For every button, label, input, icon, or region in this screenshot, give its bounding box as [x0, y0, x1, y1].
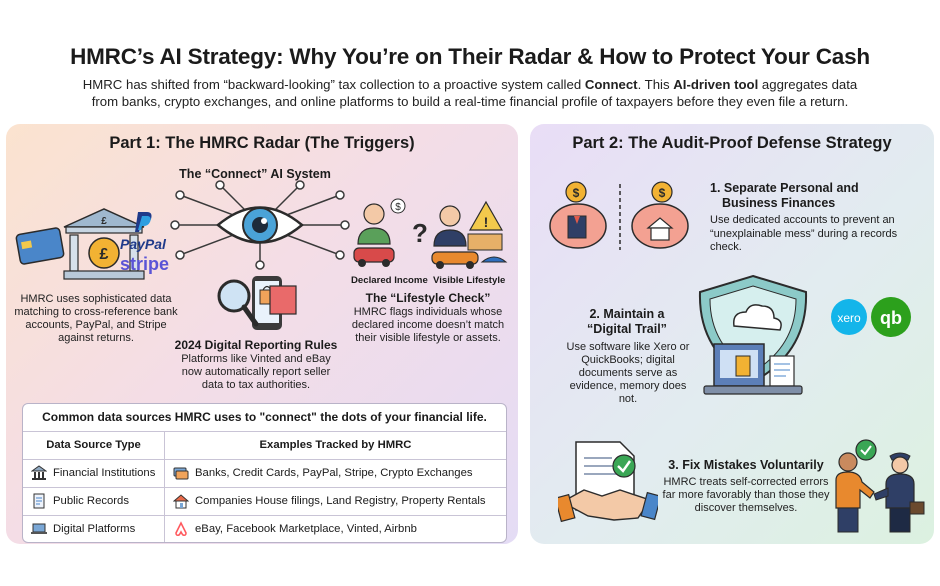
step2-title-b: “Digital Trail”	[587, 322, 667, 336]
airbnb-icon	[175, 521, 187, 537]
table-cell-examples: Companies House filings, Land Registry, …	[195, 495, 486, 507]
connect-title: The “Connect” AI System	[179, 167, 331, 181]
intro-bold-connect: Connect	[584, 77, 638, 92]
step1-text: Use dedicated accounts to prevent an “un…	[710, 214, 898, 253]
table-title: Common data sources HMRC uses to "connec…	[42, 410, 487, 424]
pound-label: £	[100, 246, 109, 263]
svg-text:!: !	[484, 214, 489, 230]
stripe-logo: stripe	[120, 254, 170, 274]
shopping-magnifier-icon	[217, 276, 297, 330]
house-icon	[173, 494, 189, 509]
intro-part: . This	[637, 77, 674, 92]
table-cell-type: Public Records	[53, 495, 129, 507]
lifestyle-check-icon: $ ? !	[353, 198, 508, 269]
svg-text:$: $	[659, 186, 666, 200]
intro-bold-ai: AI-driven tool	[673, 77, 759, 92]
digital-reporting-title: 2024 Digital Reporting Rules	[174, 338, 338, 352]
quickbooks-logo-icon: qb	[871, 297, 911, 337]
step1-title-b: Business Finances	[722, 196, 836, 210]
handshake-document-icon	[558, 441, 658, 523]
svg-text:?: ?	[412, 218, 428, 248]
step1-title-a: 1. Separate Personal and	[710, 181, 859, 195]
paypal-logo: PayPal	[120, 236, 166, 252]
intro-text: HMRC has shifted from “backward-looking”…	[30, 76, 910, 110]
piggy-banks-icon: $ $	[549, 181, 689, 250]
visible-lifestyle-label: Visible Lifestyle	[433, 275, 506, 286]
bank-card-icon: £ £	[15, 208, 145, 280]
step2-title-a: 2. Maintain a	[589, 307, 665, 321]
digital-reporting-text: Platforms like Vinted and eBay now autom…	[181, 353, 331, 391]
part2-heading: Part 2: The Audit-Proof Defense Strategy	[572, 134, 892, 152]
bank-text: HMRC uses sophisticated data matching to…	[14, 293, 178, 344]
svg-text:$: $	[395, 202, 401, 213]
svg-text:$: $	[573, 186, 580, 200]
table-cell-examples: eBay, Facebook Marketplace, Vinted, Airb…	[195, 523, 417, 535]
svg-text:£: £	[101, 216, 107, 227]
step3-title: 3. Fix Mistakes Voluntarily	[668, 458, 824, 472]
xero-logo-icon: xero	[831, 299, 867, 335]
network-eye-icon	[170, 180, 350, 270]
table-cell-examples: Banks, Credit Cards, PayPal, Stripe, Cry…	[195, 467, 473, 479]
step3-text: HMRC treats self-corrected errors far mo…	[662, 476, 830, 514]
laptop-icon	[31, 523, 47, 534]
table-row: Public Records Companies House filings, …	[23, 487, 506, 515]
intro-line2: from banks, crypto exchanges, and online…	[91, 94, 849, 109]
intro-part: HMRC has shifted from “backward-looking”…	[82, 77, 585, 92]
intro-part: aggregates data	[758, 77, 858, 92]
data-sources-table: Common data sources HMRC uses to "connec…	[22, 403, 507, 543]
table-header-examples: Examples Tracked by HMRC	[259, 439, 412, 451]
xero-label: xero	[837, 311, 861, 325]
shield-server-icon	[698, 274, 808, 395]
table-cell-type: Financial Institutions	[53, 467, 156, 479]
people-handshake-icon	[835, 439, 925, 533]
qb-label: qb	[880, 308, 902, 328]
table-cell-type: Digital Platforms	[53, 523, 136, 535]
table-row: Financial Institutions Banks, Credit Car…	[23, 459, 506, 487]
page-title: HMRC’s AI Strategy: Why You’re on Their …	[70, 44, 870, 69]
bank-icon	[31, 465, 47, 480]
table-row: Digital Platforms eBay, Facebook Marketp…	[23, 515, 506, 542]
table-header-type: Data Source Type	[23, 432, 165, 459]
lifestyle-check-text: HMRC flags individuals whose declared in…	[351, 306, 505, 344]
part1-heading: Part 1: The HMRC Radar (The Triggers)	[109, 134, 415, 152]
declared-income-label: Declared Income	[351, 275, 428, 286]
lifestyle-check-title: The “Lifestyle Check”	[365, 291, 491, 305]
step2-text: Use software like Xero or QuickBooks; di…	[566, 341, 690, 405]
credit-card-icon	[173, 467, 189, 480]
table-header-row: Data Source Type Examples Tracked by HMR…	[23, 431, 506, 459]
document-icon	[33, 493, 45, 509]
paypal-logo-icon	[135, 212, 152, 232]
